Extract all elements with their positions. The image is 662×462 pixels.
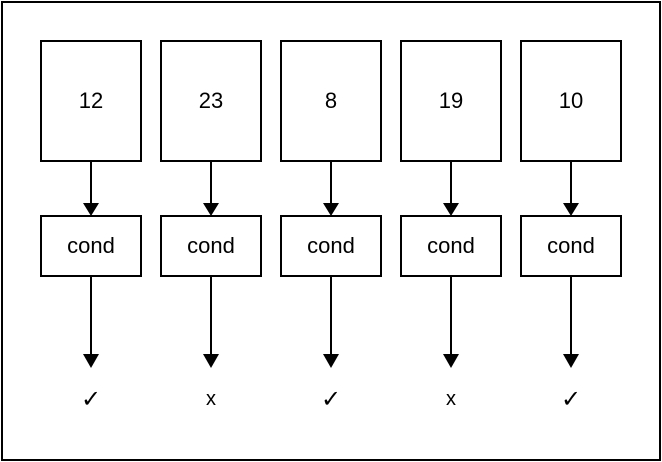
column-2: 23 cond x [160,0,262,462]
check-icon: ✓ [560,385,582,413]
x-mark-icon: x [206,387,216,410]
value-box: 23 [160,40,262,162]
check-icon: ✓ [320,385,342,413]
condition-box: cond [160,215,262,277]
column-5: 10 cond ✓ [520,0,622,462]
x-mark-icon: x [446,387,456,410]
condition-box: cond [280,215,382,277]
check-icon: ✓ [80,385,102,413]
condition-box: cond [400,215,502,277]
column-4: 19 cond x [400,0,502,462]
condition-box: cond [40,215,142,277]
value-box: 12 [40,40,142,162]
column-3: 8 cond ✓ [280,0,382,462]
value-box: 10 [520,40,622,162]
column-1: 12 cond ✓ [40,0,142,462]
value-box: 8 [280,40,382,162]
condition-box: cond [520,215,622,277]
value-box: 19 [400,40,502,162]
